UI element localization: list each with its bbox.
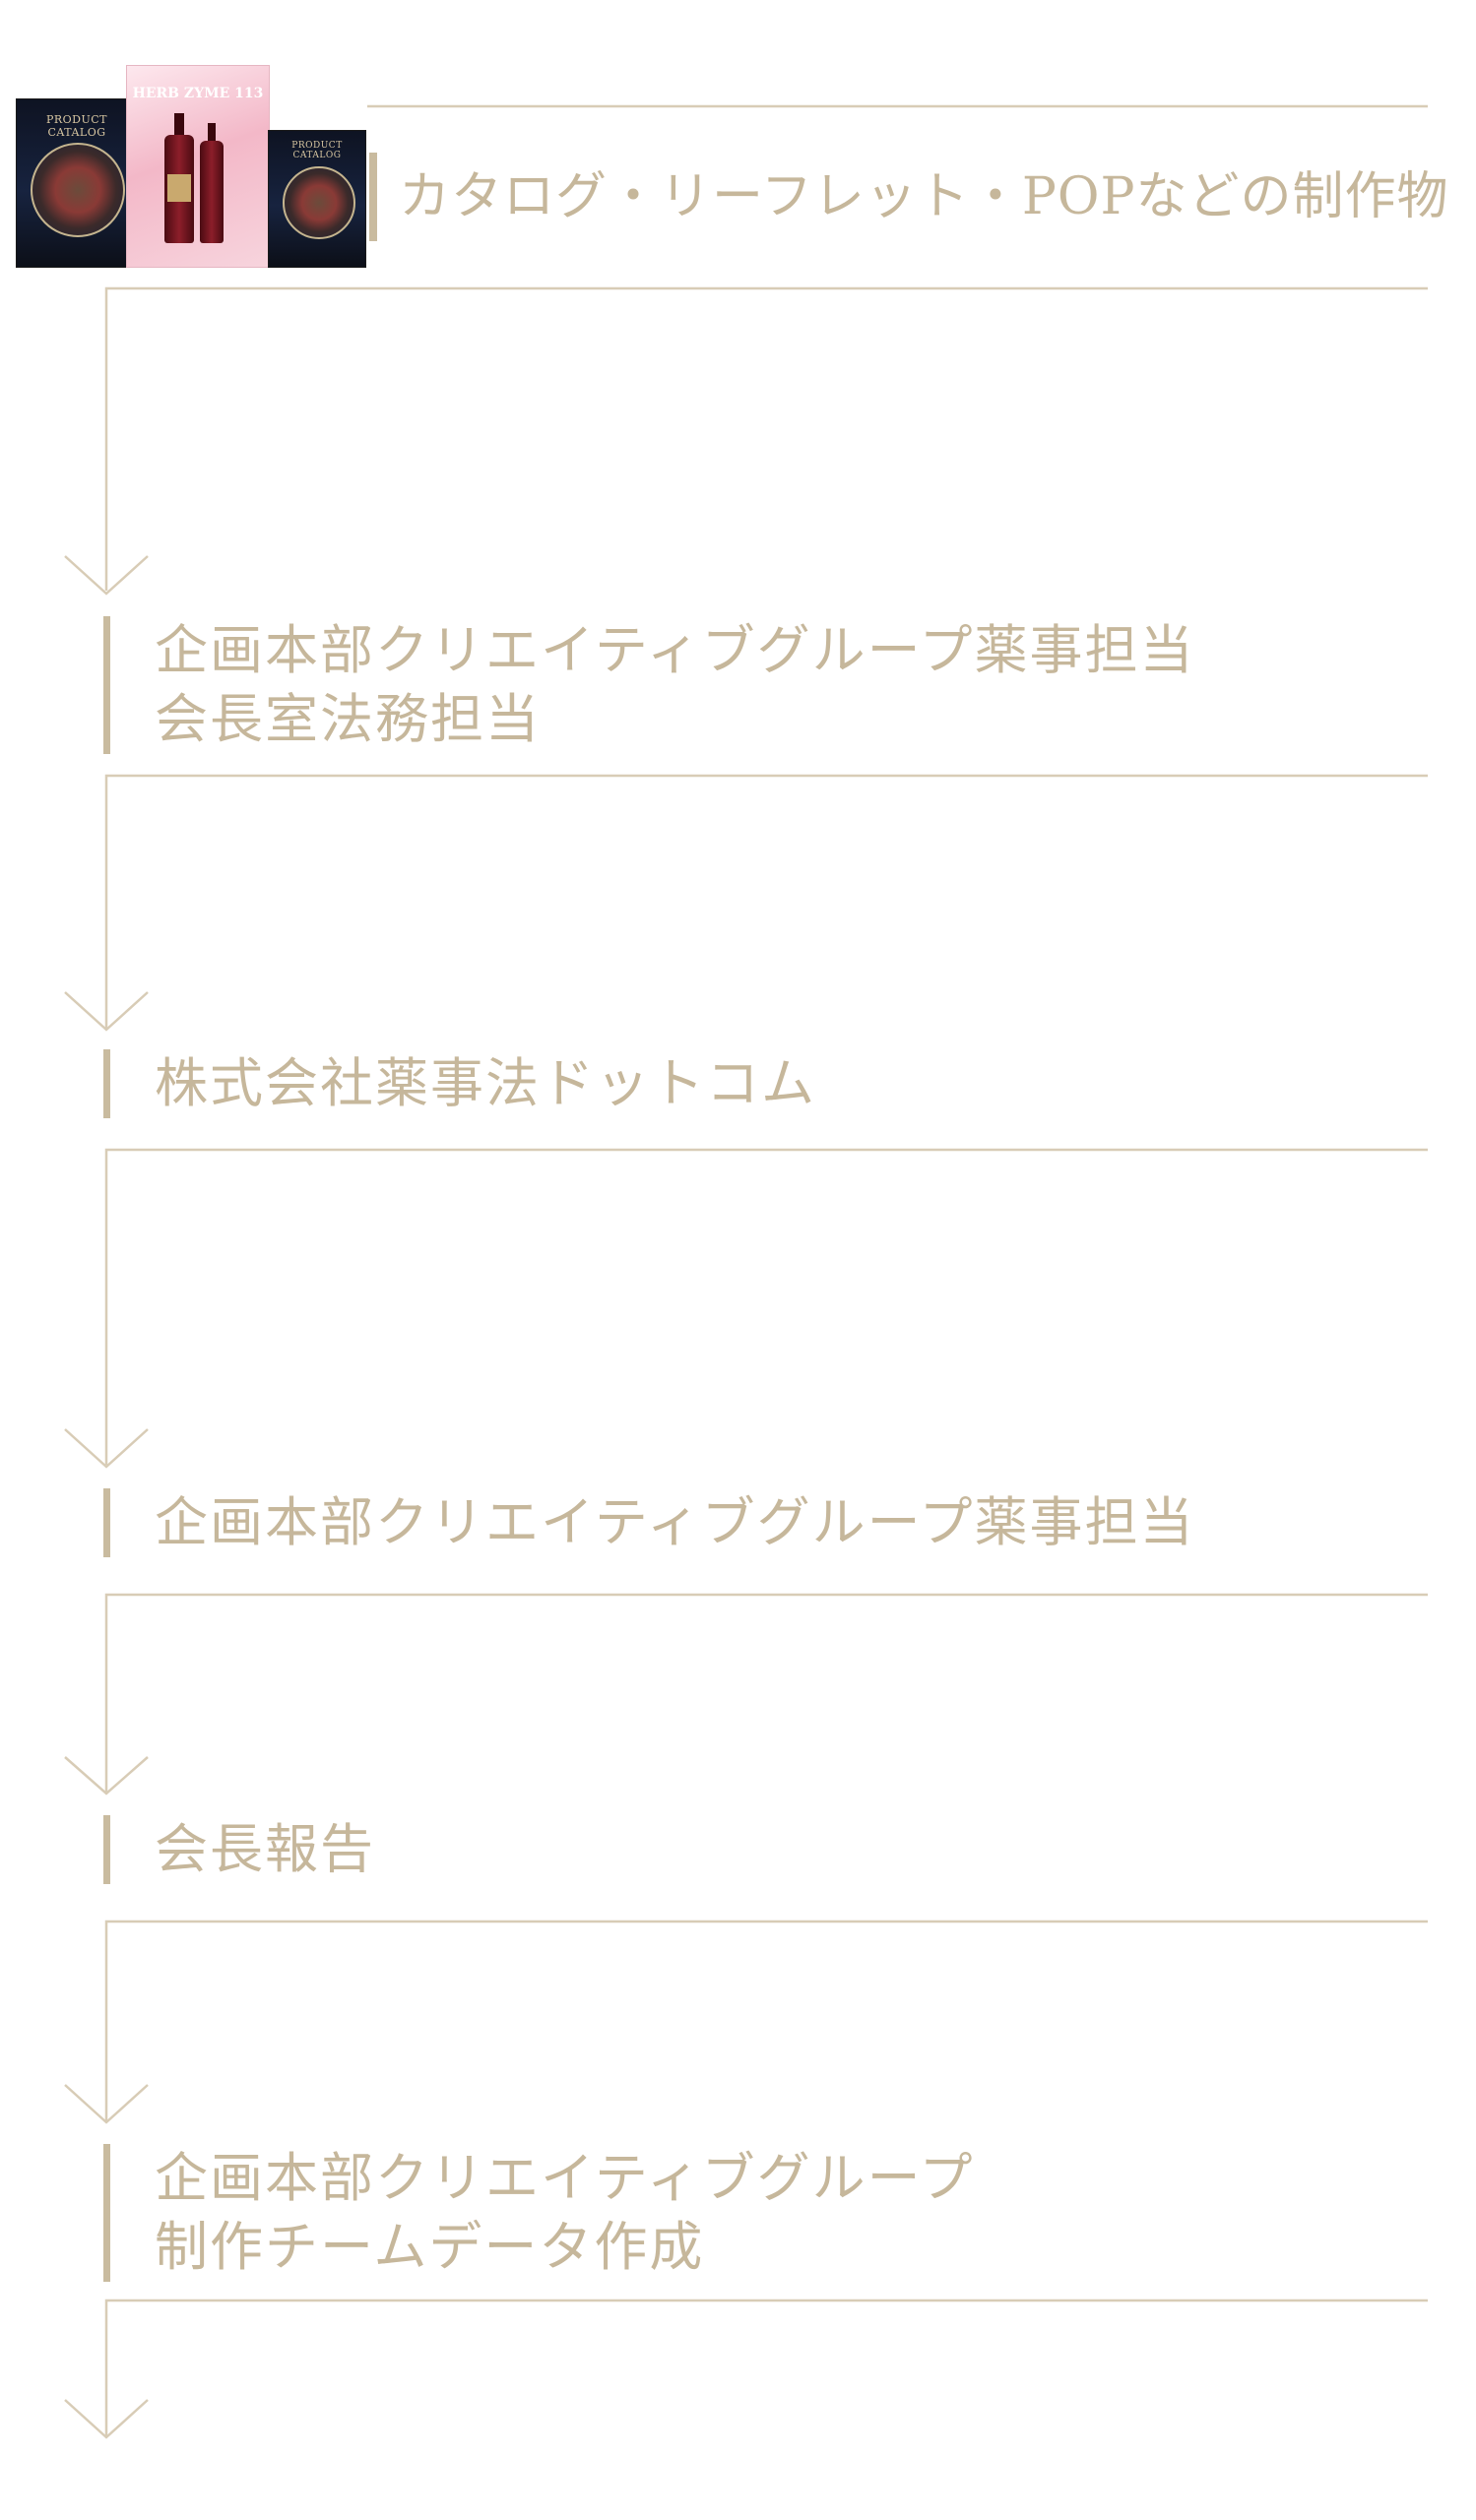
arrow-head-4	[64, 1756, 149, 1796]
arrow-head-3	[64, 1428, 149, 1469]
product-catalog-image-left: PRODUCT CATALOG	[16, 98, 138, 268]
page-title: カタログ・リーフレット・POPなどの制作物	[369, 153, 1449, 241]
flow-step-5: 企画本部クリエイティブグループ 制作チームデータ作成	[103, 2144, 974, 2282]
flow-step-1-line-2: 会長室法務担当	[155, 688, 541, 750]
flow-step-1-line-1: 企画本部クリエイティブグループ薬事担当	[155, 619, 1195, 681]
catalog-plate-image-right	[283, 166, 355, 239]
arrow-head-5	[64, 2084, 149, 2124]
bottle-label	[167, 174, 191, 202]
flow-bracket-1	[104, 286, 1428, 591]
flow-bracket-4	[104, 1593, 1428, 1792]
flow-bracket-6	[104, 2299, 1428, 2436]
poster-title: HERB ZYME 113	[132, 86, 264, 101]
flow-step-3-line-1: 企画本部クリエイティブグループ薬事担当	[155, 1491, 1195, 1553]
flow-step-5-line-1: 企画本部クリエイティブグループ	[155, 2147, 975, 2209]
flow-bracket-5	[104, 1920, 1428, 2121]
arrow-head-6	[64, 2399, 149, 2439]
flow-step-5-line-2: 制作チームデータ作成	[155, 2216, 705, 2278]
bottle-right	[200, 141, 224, 243]
catalog-title-right: PRODUCT CATALOG	[291, 141, 343, 160]
product-images: PRODUCT CATALOG HERB ZYME 113 PRODUCT CA…	[16, 65, 366, 268]
flow-step-2-line-1: 株式会社薬事法ドットコム	[155, 1052, 816, 1114]
flow-bracket-2	[104, 774, 1428, 1029]
flow-step-4: 会長報告	[103, 1815, 375, 1884]
flow-step-4-line-1: 会長報告	[155, 1818, 375, 1880]
bottle-neck	[174, 113, 184, 139]
product-catalog-image-right: PRODUCT CATALOG	[268, 130, 366, 268]
arrow-head-2	[64, 991, 149, 1032]
flow-step-3: 企画本部クリエイティブグループ薬事担当	[103, 1488, 1194, 1557]
catalog-plate-image	[31, 143, 125, 237]
catalog-title: PRODUCT CATALOG	[45, 113, 108, 139]
flow-step-1: 企画本部クリエイティブグループ薬事担当 会長室法務担当	[103, 616, 1194, 754]
arrow-head-1	[64, 555, 149, 596]
flow-step-2: 株式会社薬事法ドットコム	[103, 1049, 816, 1118]
flow-bracket-3	[104, 1148, 1428, 1465]
bottle-neck-2	[208, 123, 216, 145]
product-poster-image: HERB ZYME 113	[126, 65, 270, 268]
